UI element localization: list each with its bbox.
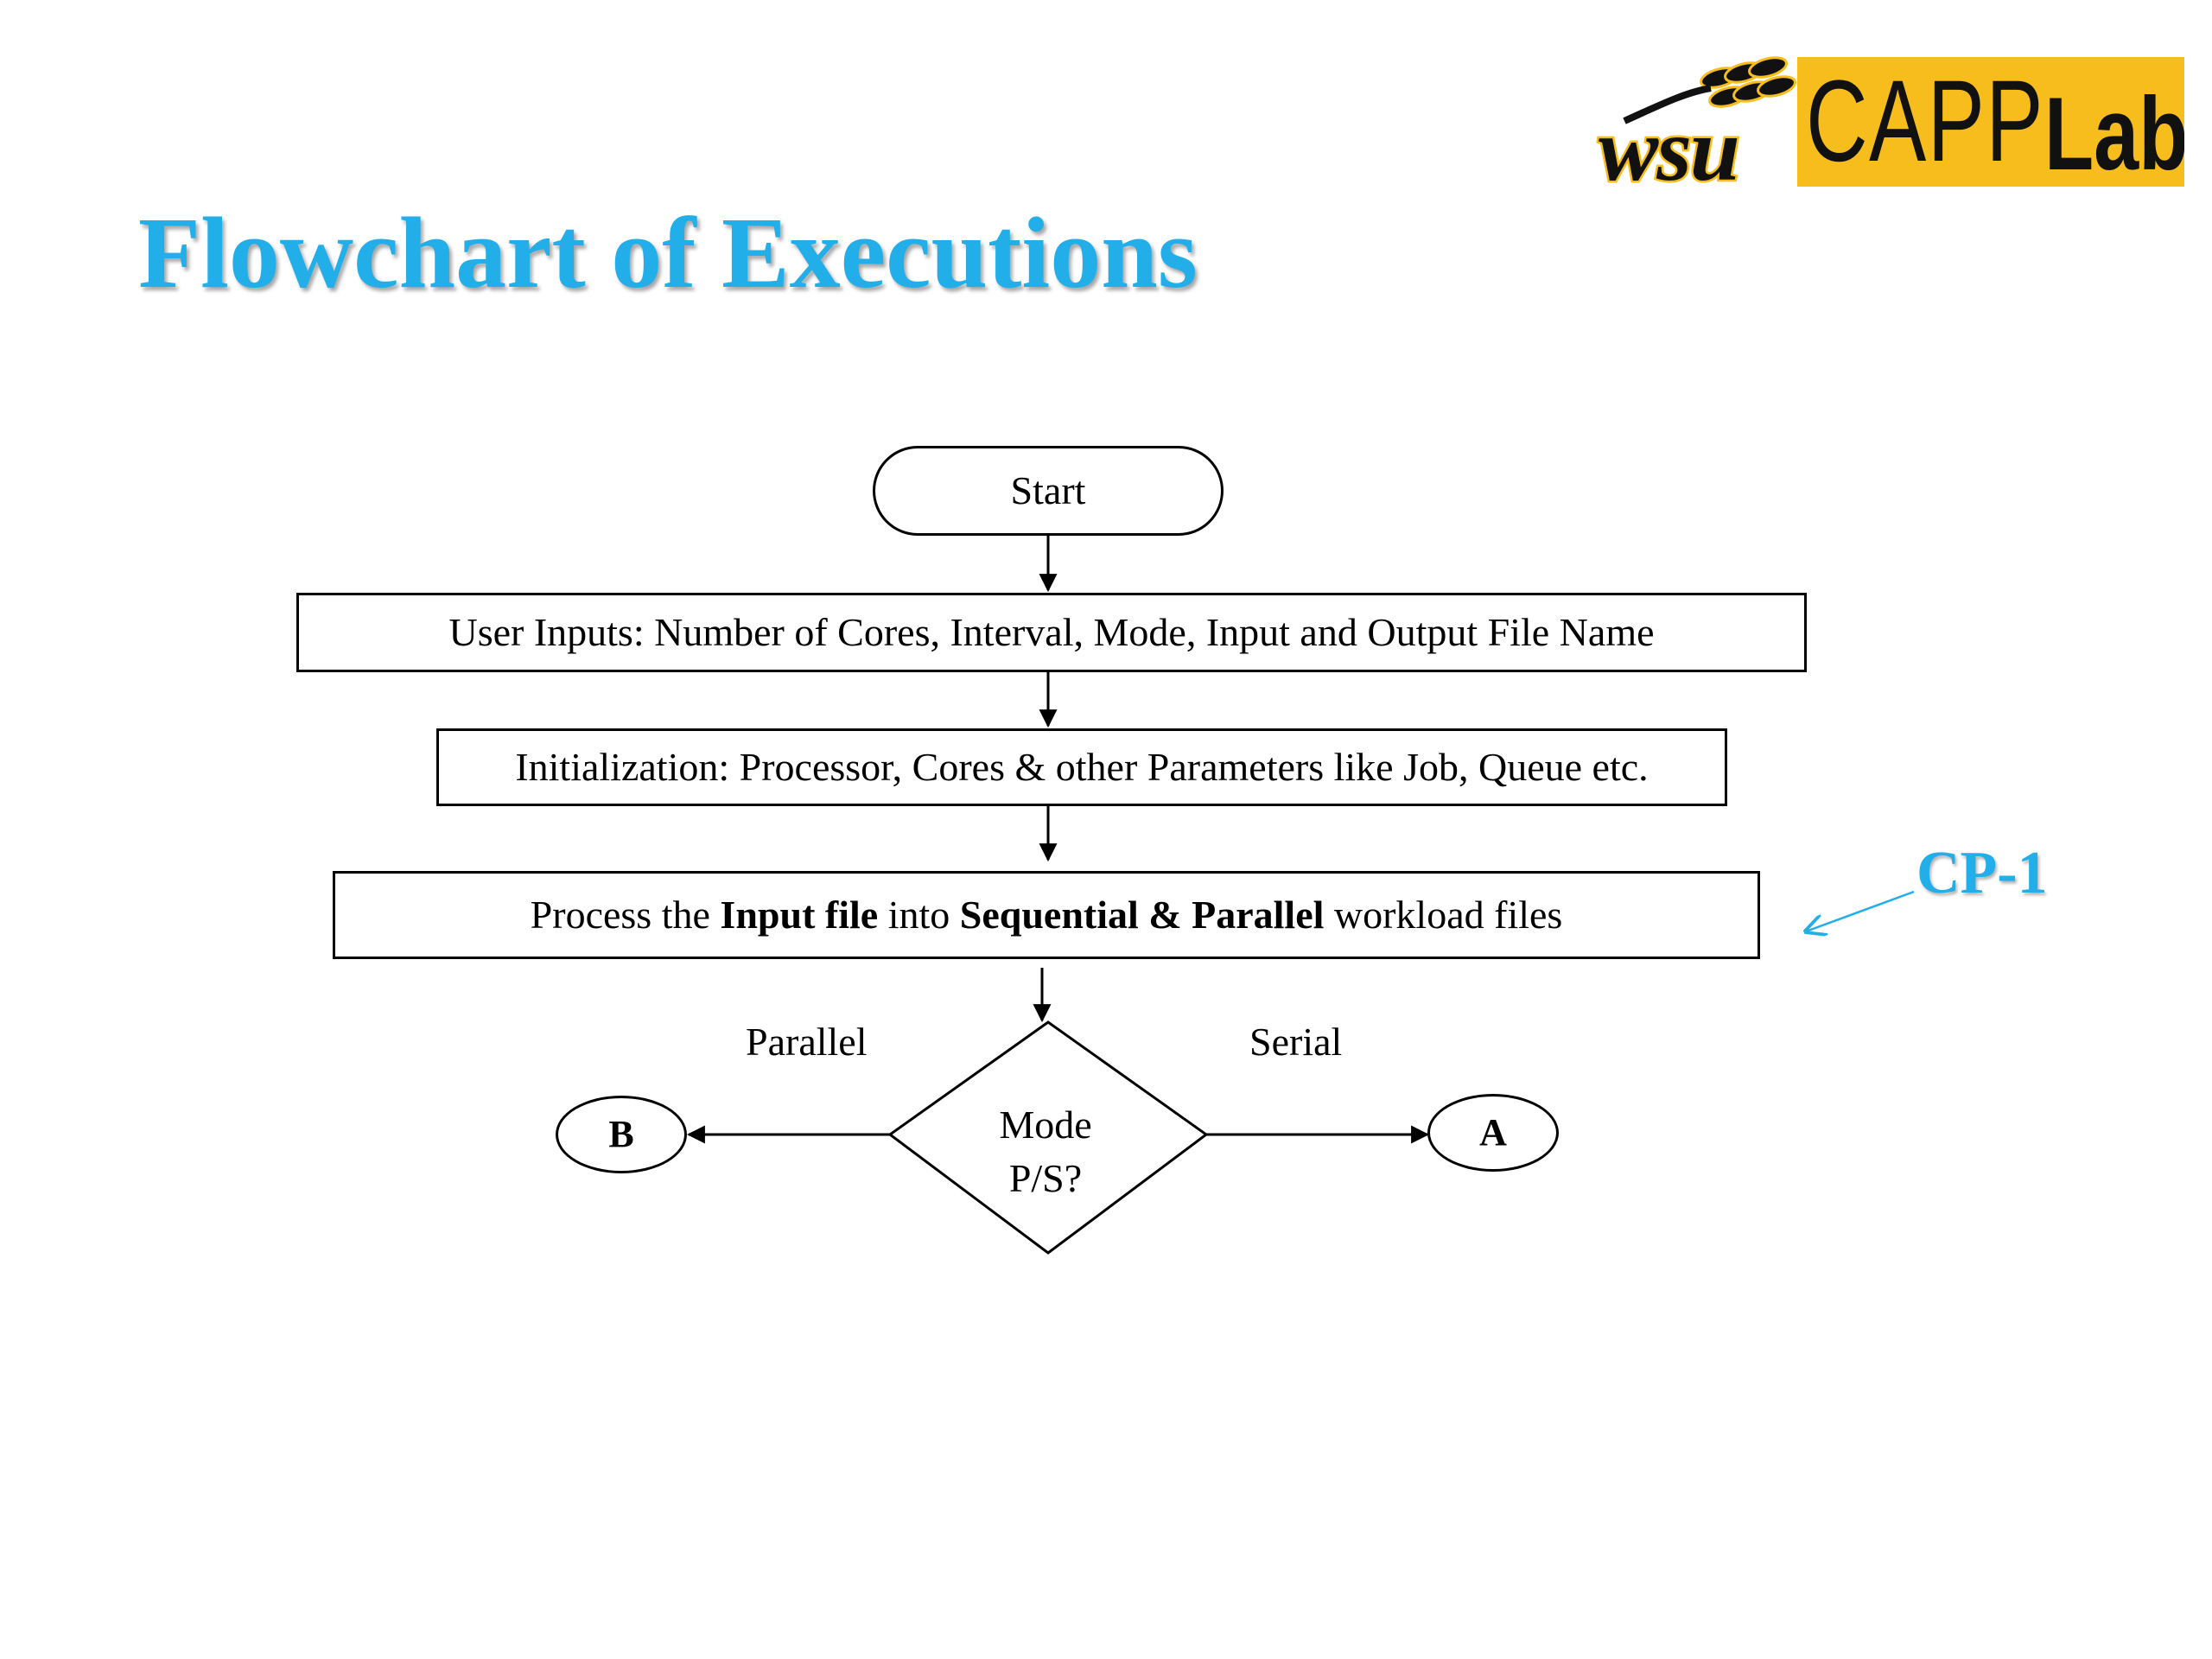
- decision-line-1: Mode: [999, 1102, 1092, 1147]
- start-node: Start: [873, 446, 1224, 536]
- parallel-branch-label: Parallel: [746, 1020, 868, 1064]
- decision-line-2: P/S?: [1008, 1156, 1083, 1200]
- start-label: Start: [1010, 467, 1086, 512]
- process-input-box: Process the Input file into Sequential &…: [333, 871, 1760, 959]
- connector-b-label: B: [608, 1112, 634, 1155]
- lab-logo-text: Lab: [2044, 76, 2184, 187]
- wsu-logo-text: wsu: [1597, 100, 1743, 200]
- connector-a-label: A: [1479, 1110, 1507, 1154]
- decision-diamond: [887, 1020, 1209, 1255]
- slide-title: Flowchart of Executions: [138, 196, 1198, 309]
- process-input-label: Process the Input file into Sequential &…: [530, 892, 1563, 937]
- checkpoint-annotation: CP-1: [1916, 840, 2048, 906]
- annotation-arrow: [1806, 890, 1915, 931]
- user-inputs-box: User Inputs: Number of Cores, Interval, …: [296, 593, 1807, 672]
- wsu-capplab-logo: wsu CAPP Lab: [1590, 54, 2186, 200]
- capp-logo-text: CAPP: [1806, 57, 2044, 186]
- initialization-label: Initialization: Processor, Cores & other…: [515, 744, 1649, 789]
- connector-a: A: [1427, 1094, 1559, 1172]
- user-inputs-label: User Inputs: Number of Cores, Interval, …: [448, 609, 1655, 654]
- initialization-box: Initialization: Processor, Cores & other…: [436, 728, 1727, 806]
- decision-label: Mode P/S?: [890, 1087, 1201, 1217]
- serial-branch-label: Serial: [1249, 1020, 1343, 1064]
- capplab-badge: CAPP Lab: [1797, 57, 2184, 187]
- wheat-icon: [1623, 56, 1796, 124]
- connector-b: B: [556, 1096, 687, 1173]
